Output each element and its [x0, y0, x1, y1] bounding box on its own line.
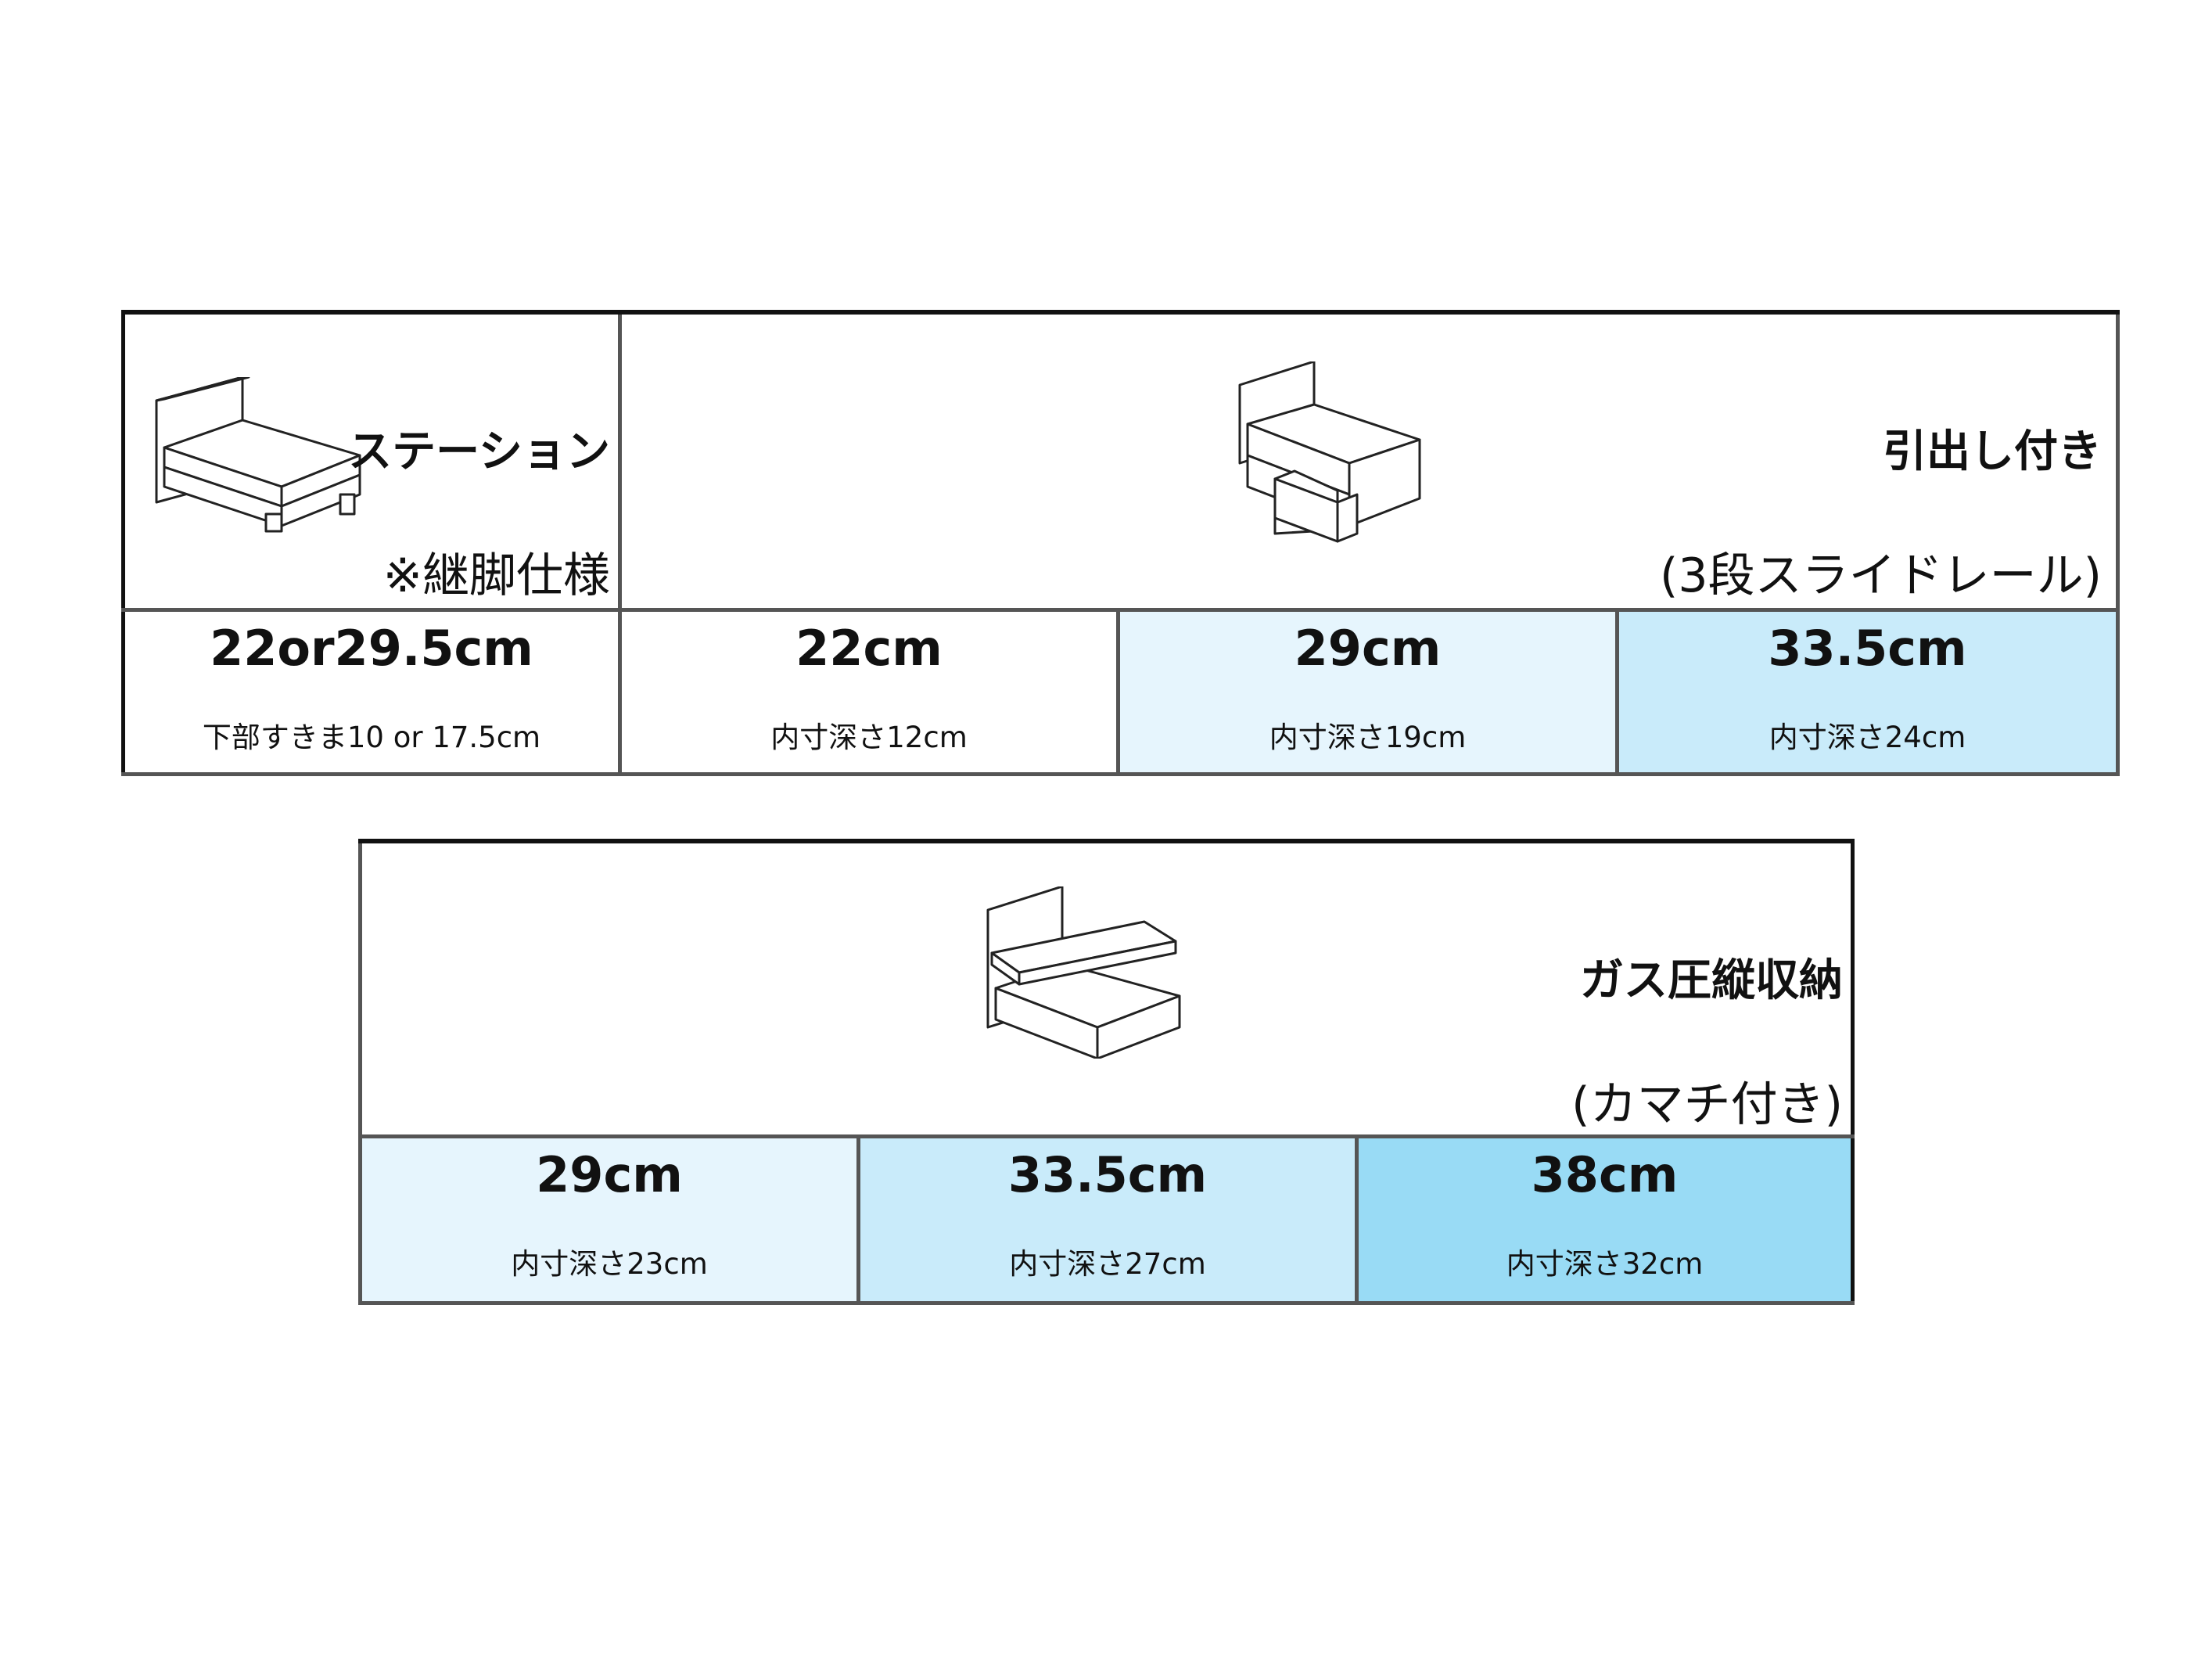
- height-value: 22cm: [795, 620, 943, 677]
- gas-option-33-5: 33.5cm 内寸深さ27cm: [860, 1138, 1355, 1301]
- station-height-cell: 22or29.5cm 下部すきま10 or 17.5cm: [125, 612, 618, 772]
- inner-depth-text: 内寸深さ12cm: [770, 721, 968, 754]
- divider: [1116, 608, 1120, 776]
- gas-lift-note: (カマチ付き): [1571, 1077, 1843, 1132]
- gas-option-29: 29cm 内寸深さ23cm: [362, 1138, 856, 1301]
- height-value: 29cm: [536, 1146, 683, 1203]
- gas-lift-title: ガス圧縦収納: [1580, 955, 1843, 1006]
- inner-depth-text: 内寸深さ27cm: [1009, 1247, 1206, 1281]
- gas-lift-header: ガス圧縦収納 (カマチ付き): [362, 843, 1851, 1134]
- divider: [1355, 1134, 1359, 1305]
- height-value: 29cm: [1294, 620, 1442, 677]
- height-value: 33.5cm: [1768, 620, 1967, 677]
- height-value: 22or29.5cm: [210, 620, 533, 677]
- drawer-header: 引出し付き (3段スライドレール): [622, 315, 2116, 608]
- divider: [618, 315, 622, 776]
- bed-with-drawers-icon: [1238, 361, 1421, 543]
- divider: [358, 1301, 1855, 1305]
- drawer-note: (3段スライドレール): [1660, 548, 2102, 603]
- height-value: 38cm: [1531, 1146, 1679, 1203]
- station-title: ステーション: [348, 426, 610, 477]
- bed-height-table-1: ステーション ※継脚仕様 引出し付き (3段スライドレール) 22or29.5c…: [121, 310, 2120, 776]
- station-note: ※継脚仕様: [382, 548, 610, 603]
- drawer-option-22: 22cm 内寸深さ12cm: [622, 612, 1116, 772]
- divider: [1851, 843, 1855, 1305]
- divider: [856, 1134, 860, 1305]
- divider: [121, 772, 2120, 776]
- inner-depth-text: 内寸深さ32cm: [1506, 1247, 1704, 1281]
- divider: [2116, 315, 2120, 776]
- inner-depth-text: 内寸深さ23cm: [511, 1247, 708, 1281]
- drawer-option-33-5: 33.5cm 内寸深さ24cm: [1619, 612, 2116, 772]
- gas-option-38: 38cm 内寸深さ32cm: [1359, 1138, 1851, 1301]
- divider: [358, 1134, 1855, 1138]
- divider: [358, 843, 362, 1305]
- clearance-text: 下部すきま10 or 17.5cm: [202, 721, 541, 754]
- drawer-option-29: 29cm 内寸深さ19cm: [1120, 612, 1615, 772]
- drawer-title: 引出し付き: [1883, 426, 2102, 477]
- inner-depth-text: 内寸深さ24cm: [1769, 721, 1966, 754]
- divider: [1615, 608, 1619, 776]
- gas-lift-bed-icon: [986, 886, 1181, 1059]
- bed-height-table-2: ガス圧縦収納 (カマチ付き) 29cm 内寸深さ23cm 33.5cm 内寸深さ…: [358, 839, 1855, 1305]
- bed-with-legs-icon: [155, 377, 361, 533]
- divider: [121, 315, 125, 776]
- divider: [121, 608, 2120, 612]
- height-value: 33.5cm: [1007, 1146, 1208, 1203]
- inner-depth-text: 内寸深さ19cm: [1269, 721, 1467, 754]
- station-header: ステーション ※継脚仕様: [125, 315, 618, 608]
